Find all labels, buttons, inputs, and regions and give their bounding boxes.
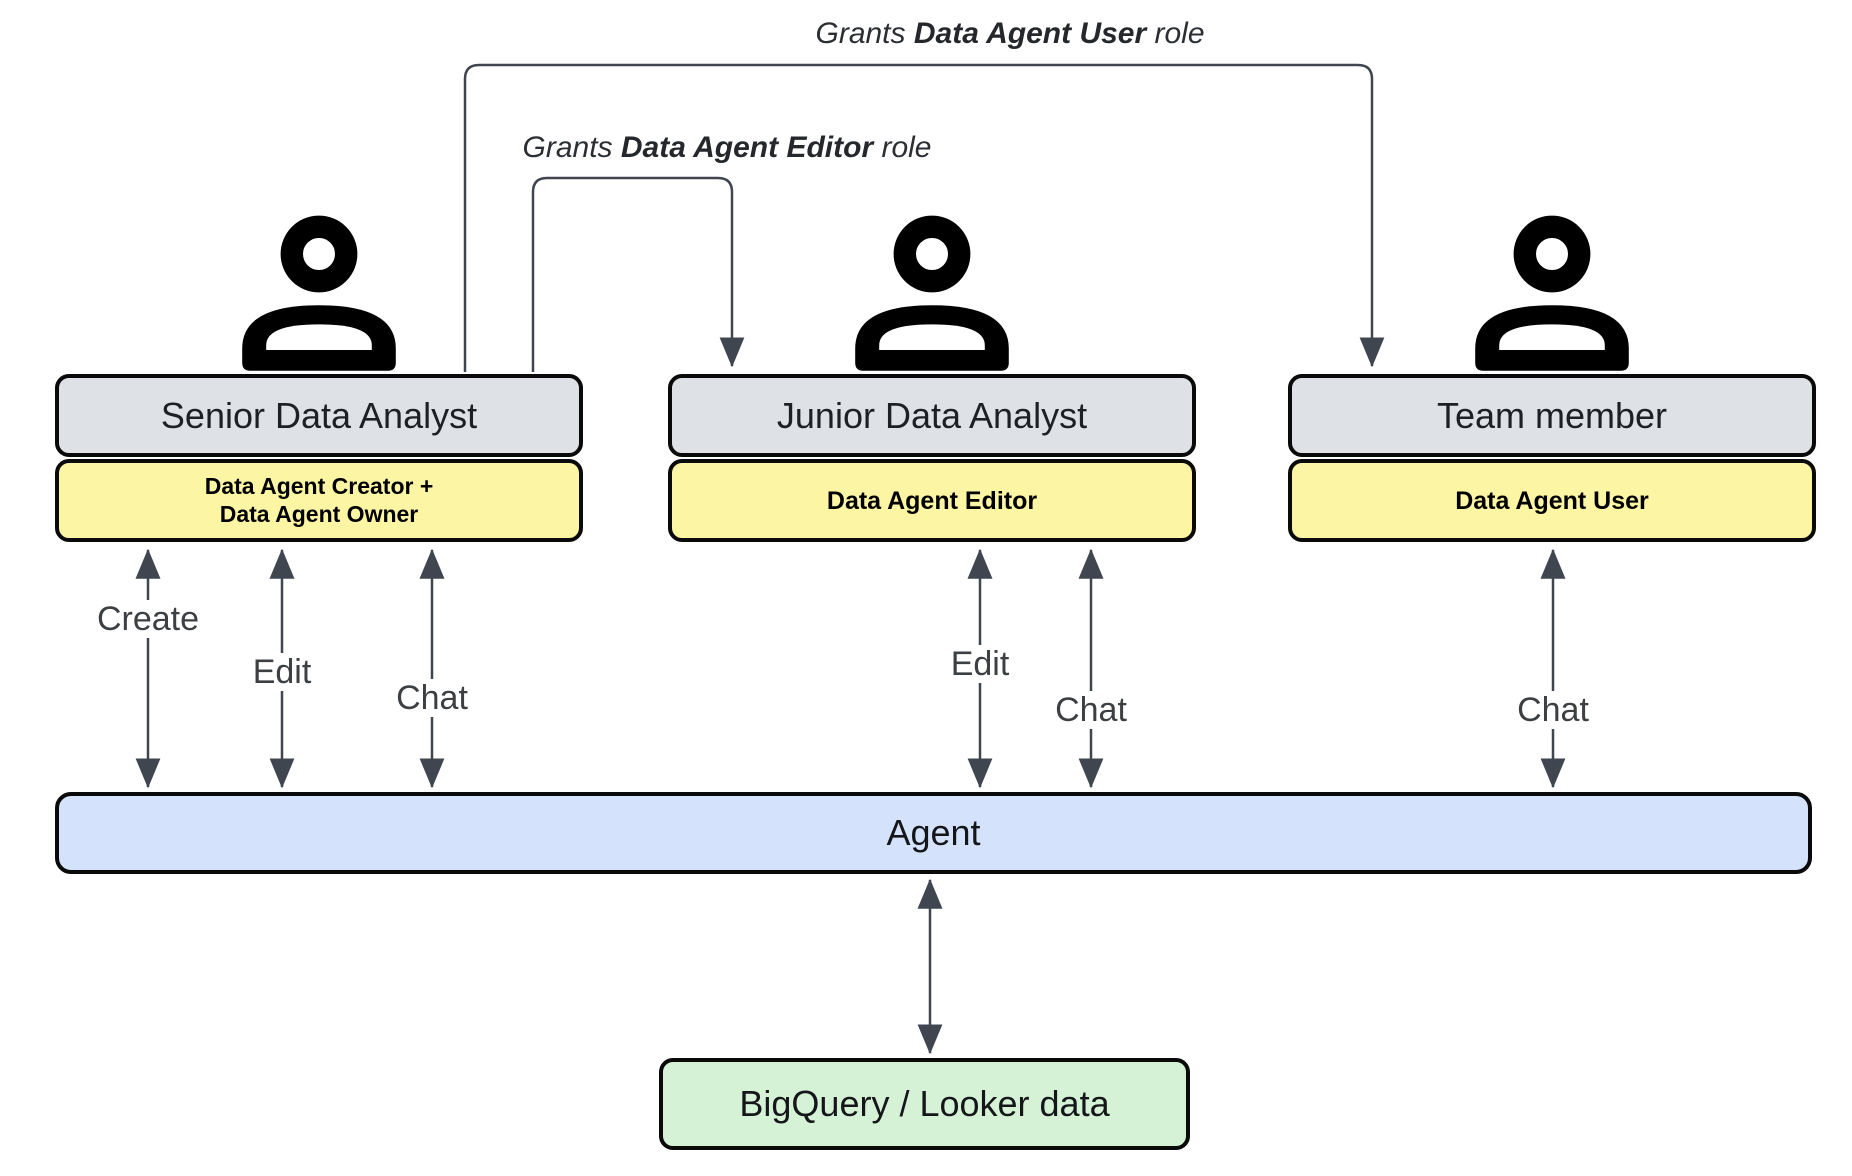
actor-role-box-team: Data Agent User xyxy=(1288,459,1816,542)
grant-label-role: Data Agent User xyxy=(913,17,1147,50)
agent-label: Agent xyxy=(886,812,981,853)
role-line: Data Agent Editor xyxy=(826,486,1038,515)
actor-title: Junior Data Analyst xyxy=(776,394,1088,436)
grant-label-suffix: role xyxy=(873,131,932,164)
grant-label-suffix: role xyxy=(1146,17,1205,50)
person-icon xyxy=(855,215,1009,371)
role-line: Data Agent User xyxy=(1455,486,1649,515)
grant-label-role: Data Agent Editor xyxy=(620,131,874,164)
action-label-chat-team: Chat xyxy=(1510,691,1596,729)
grant-label-prefix: Grants xyxy=(815,17,914,50)
bigquery-looker-box: BigQuery / Looker data xyxy=(659,1058,1190,1150)
action-label-edit-senior: Edit xyxy=(245,653,319,691)
action-label-edit-junior: Edit xyxy=(943,645,1017,683)
bigquery-looker-label: BigQuery / Looker data xyxy=(739,1083,1110,1124)
action-label-create: Create xyxy=(89,600,207,638)
person-icon xyxy=(242,215,396,371)
grant-user-label: Grants Data Agent User role xyxy=(815,19,1204,49)
person-icon xyxy=(1475,215,1629,371)
actor-role-box-senior: Data Agent Creator + Data Agent Owner xyxy=(55,459,583,542)
actor-title-box-junior: Junior Data Analyst xyxy=(668,374,1196,457)
actor-role-box-junior: Data Agent Editor xyxy=(668,459,1196,542)
role-line: Data Agent Owner xyxy=(219,500,419,527)
role-line: Data Agent Creator + xyxy=(204,472,434,499)
action-label-chat-senior: Chat xyxy=(389,679,475,717)
actor-title: Team member xyxy=(1436,394,1668,436)
actor-title-box-team: Team member xyxy=(1288,374,1816,457)
grant-label-prefix: Grants xyxy=(522,131,621,164)
action-label-chat-junior: Chat xyxy=(1048,691,1134,729)
grant-editor-label: Grants Data Agent Editor role xyxy=(523,133,932,163)
actor-title-box-senior: Senior Data Analyst xyxy=(55,374,583,457)
agent-box: Agent xyxy=(55,792,1812,874)
grant-user-arrow xyxy=(463,63,1385,372)
actor-title: Senior Data Analyst xyxy=(160,394,478,436)
grant-editor-arrow xyxy=(531,176,745,372)
